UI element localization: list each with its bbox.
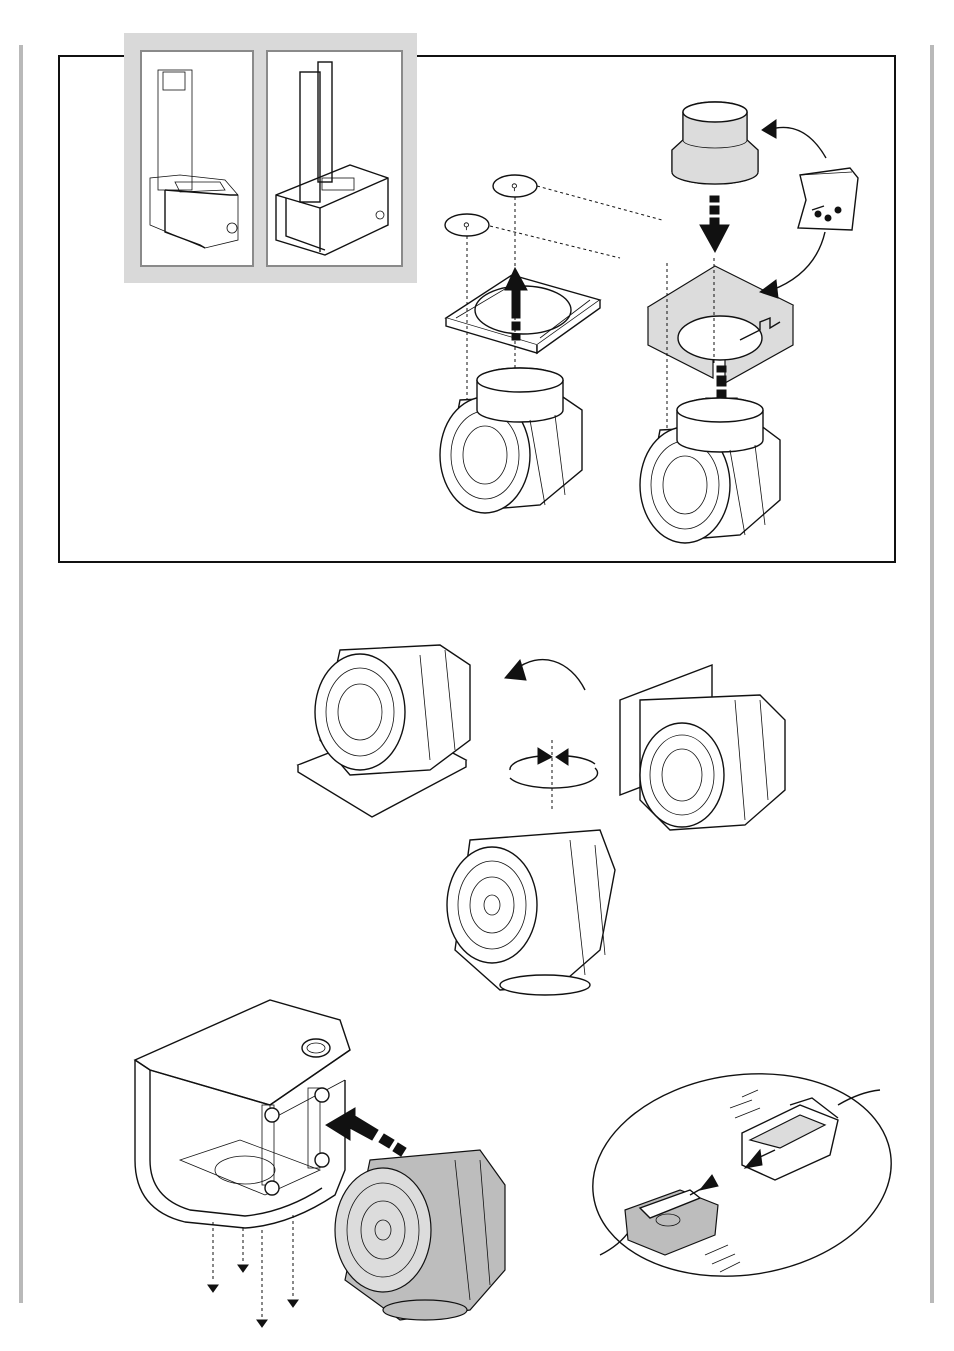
- chimney-hood-icon: [276, 62, 388, 255]
- blower-motor-icon: [335, 1150, 505, 1320]
- connector-plug-icon: [625, 1190, 718, 1255]
- fig-insert-motor: [135, 1000, 505, 1327]
- chimney-hood-icon: [150, 70, 238, 248]
- hood-body-icon: [135, 1000, 350, 1228]
- fig-rotate-motor: [298, 645, 785, 995]
- blower-motor-icon: [640, 398, 780, 543]
- screw-bag-icon: [798, 168, 858, 230]
- svg-text:⚲: ⚲: [463, 222, 470, 232]
- blower-motor-icon: [298, 645, 470, 817]
- collar-icon: [672, 102, 758, 184]
- svg-text:⚲: ⚲: [511, 183, 518, 193]
- blower-motor-icon: [447, 830, 615, 995]
- screw-icon: ⚲ ⚲: [445, 175, 537, 236]
- blower-motor-icon: [440, 368, 582, 513]
- blower-motor-icon: [620, 665, 785, 830]
- screw-icon: [208, 1265, 298, 1327]
- fig-connect-plug: [580, 1055, 905, 1295]
- arrow-left-icon: [326, 1108, 406, 1156]
- connector-socket-icon: [742, 1098, 838, 1180]
- arrow-down-icon: [700, 196, 729, 252]
- rotate-arrow-icon: [510, 740, 598, 810]
